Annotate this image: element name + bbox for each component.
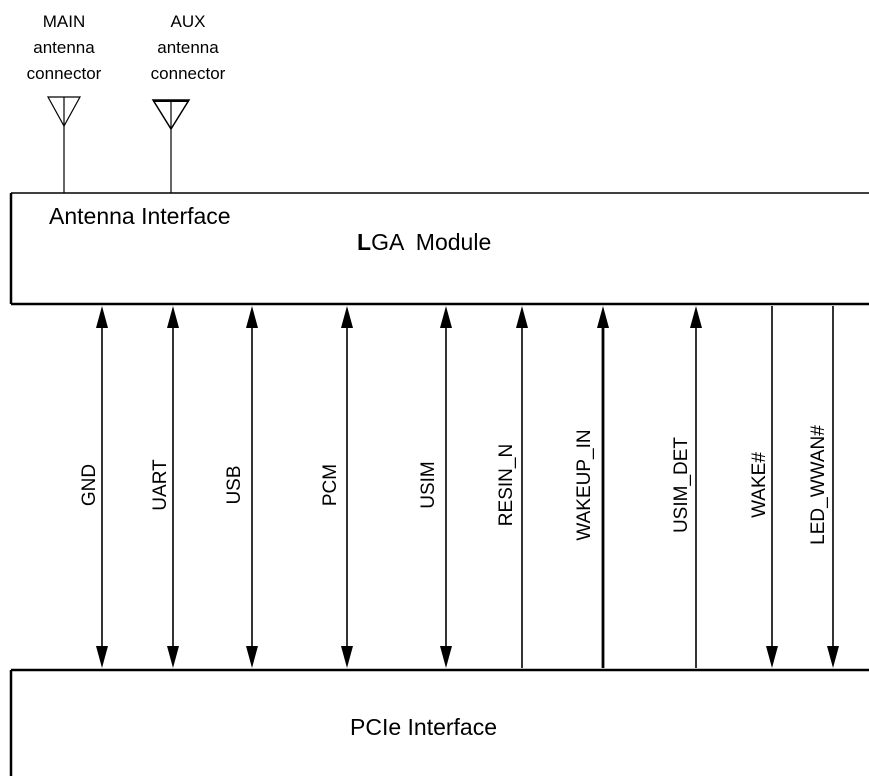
main-connector-label-2: antenna (33, 38, 95, 57)
signal-wakeup-in: WAKEUP_IN (574, 306, 609, 668)
arrow-up-icon (167, 306, 179, 328)
arrow-down-icon (440, 646, 452, 668)
arrow-down-icon (167, 646, 179, 668)
lga-module-box: Antenna Interface LGA Module (9, 192, 869, 306)
main-connector-label-1: MAIN (43, 12, 86, 31)
arrow-down-icon (827, 646, 839, 668)
signal-usb: USB (224, 306, 258, 668)
signal-resin-n: RESIN_N (496, 306, 528, 668)
arrow-down-icon (341, 646, 353, 668)
signal-wake: WAKE# (749, 306, 778, 668)
arrow-down-icon (96, 646, 108, 668)
signal-lines: GND UART USB PCM USIM RESIN_N WAKEUP_IN USIM_DE… (79, 306, 839, 668)
signal-label: GND (79, 464, 100, 506)
pcie-interface-title: PCIe Interface (350, 714, 497, 740)
lga-module-title-rest: GA Module (371, 229, 491, 255)
arrow-up-icon (597, 306, 609, 328)
signal-pcm: PCM (320, 306, 353, 668)
arrow-down-icon (246, 646, 258, 668)
signal-label: PCM (320, 464, 341, 506)
main-antenna-connector: MAIN antenna connector (27, 12, 102, 193)
arrow-up-icon (246, 306, 258, 328)
signal-label: RESIN_N (496, 444, 517, 526)
lga-module-title: LGA Module (357, 229, 491, 255)
signal-label: WAKEUP_IN (574, 429, 595, 540)
aux-antenna-connector: AUX antenna connector (151, 12, 226, 193)
aux-connector-label-1: AUX (171, 12, 206, 31)
arrow-up-icon (341, 306, 353, 328)
arrow-up-icon (96, 306, 108, 328)
signal-label: USIM (418, 461, 439, 509)
signal-usim: USIM (418, 306, 452, 668)
signal-uart: UART (150, 306, 179, 668)
aux-connector-label-2: antenna (157, 38, 219, 57)
pcie-interface-box: PCIe Interface (9, 668, 869, 776)
signal-label: USB (224, 465, 245, 504)
antenna-interface-label: Antenna Interface (49, 203, 231, 229)
aux-connector-label-3: connector (151, 64, 226, 83)
arrow-up-icon (516, 306, 528, 328)
signal-label: LED_WWAN# (808, 425, 829, 545)
lga-module-title-bold: L (357, 229, 371, 255)
arrow-up-icon (440, 306, 452, 328)
signal-usim-det: USIM_DET (671, 306, 702, 668)
signal-gnd: GND (79, 306, 108, 668)
signal-label: UART (150, 459, 171, 511)
arrow-up-icon (690, 306, 702, 328)
main-connector-label-3: connector (27, 64, 102, 83)
signal-led-wwan: LED_WWAN# (808, 306, 839, 668)
arrow-down-icon (766, 646, 778, 668)
signal-label: WAKE# (749, 452, 770, 518)
signal-label: USIM_DET (671, 437, 692, 533)
